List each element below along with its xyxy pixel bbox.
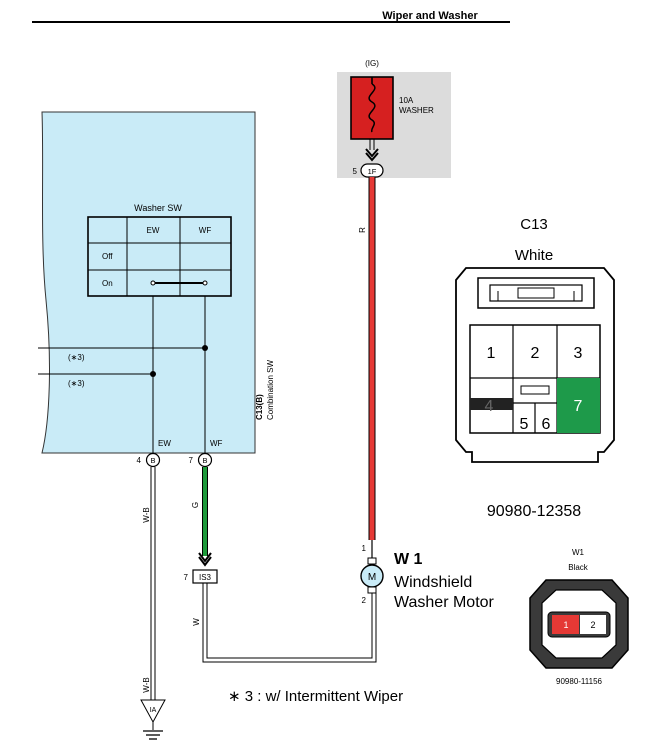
fuse-pin-number: 5: [353, 167, 358, 176]
washer-sw-title: Washer SW: [134, 203, 182, 213]
ground-label: IA: [150, 707, 157, 714]
row-on-label: On: [102, 279, 113, 288]
row-off-label: Off: [102, 252, 113, 261]
fuse-rating: 10A: [399, 96, 414, 105]
footnote: ∗ 3 : w/ Intermittent Wiper: [228, 688, 403, 705]
connector-chevron: [365, 152, 379, 162]
is3-connector: [192, 569, 218, 584]
connector-chevron: [198, 552, 212, 563]
w-wire: [202, 583, 377, 663]
pin-ew-number: 4: [137, 456, 142, 465]
connector-b-label: B: [150, 456, 155, 465]
junction-dot: [202, 345, 208, 351]
junction-dot: [150, 371, 156, 377]
connector-pin-b-ew: [145, 452, 161, 468]
motor-id: W 1: [394, 551, 423, 568]
w1-pin-1: 1: [563, 620, 568, 630]
switch-id-label: C13(B): [255, 394, 264, 420]
motor-pin-1: 1: [362, 544, 367, 553]
terminal-ew-label: EW: [158, 439, 171, 448]
combination-switch-panel: [41, 111, 256, 454]
terminal-wf-label: WF: [210, 439, 223, 448]
connector-chevron: [365, 148, 379, 158]
note-3-label: (∗3): [68, 379, 85, 388]
w1-pin-2-cavity: [580, 615, 606, 634]
c13-pin-4: 4: [485, 398, 494, 415]
washer-sw-table: [87, 216, 232, 297]
wire-color-wb: W-B: [142, 677, 151, 692]
motor-symbol: M: [368, 572, 376, 583]
contact-dot: [202, 280, 208, 286]
connector-chevron: [198, 556, 212, 567]
c13-pin-6: 6: [542, 416, 551, 433]
c13-pin-7-highlight: [557, 378, 600, 433]
c13-pin-2: 2: [531, 345, 540, 362]
w1-pin-1-cavity: [552, 615, 579, 634]
c13-pin-3: 3: [574, 345, 583, 362]
c13-latch: [477, 277, 595, 309]
ig-label: (IG): [365, 59, 379, 68]
contact-dot: [150, 280, 156, 286]
w1-part-number: 90980-11156: [556, 677, 603, 686]
c13-part-number: 90980-12358: [487, 503, 581, 520]
fuse-name: WASHER: [399, 106, 434, 115]
col-wf-label: WF: [199, 226, 212, 235]
c13-id: C13: [520, 216, 548, 233]
is3-pin-number: 7: [184, 573, 189, 582]
connector-b-label: B: [202, 456, 207, 465]
c13-latch: [517, 287, 555, 299]
c13-key: [520, 385, 550, 395]
c13-pin-7: 7: [574, 398, 583, 415]
connector-1f-label: 1F: [368, 167, 377, 176]
wire-color-g: G: [191, 502, 200, 508]
w-wire: [206, 583, 373, 659]
fuse-element-icon: [368, 83, 376, 133]
switch-name-label: Combination SW: [266, 360, 275, 420]
col-ew-label: EW: [147, 226, 160, 235]
wire-color-r: R: [358, 227, 367, 233]
w1-color: Black: [568, 563, 589, 572]
pin-wf-number: 7: [189, 456, 194, 465]
motor-terminal: [367, 586, 377, 594]
is3-label: IS3: [199, 573, 212, 582]
motor-terminal: [367, 557, 377, 565]
connector-pin-b-wf: [197, 452, 213, 468]
c13-pin-1: 1: [487, 345, 496, 362]
motor-pin-2: 2: [362, 596, 367, 605]
motor-name-line1: Windshield: [394, 574, 472, 591]
w1-pin-2: 2: [590, 620, 595, 630]
note-3-label: (∗3): [68, 353, 85, 362]
w1-id: W1: [572, 548, 585, 557]
motor-name-line2: Washer Motor: [394, 594, 495, 611]
ground-triangle: [140, 699, 166, 724]
c13-pin-5: 5: [520, 416, 529, 433]
wire-color-w: W: [192, 618, 201, 626]
wire-color-wb: W-B: [142, 507, 151, 522]
page-title: Wiper and Washer: [382, 10, 478, 22]
c13-latch: [489, 284, 583, 302]
c13-pin-4-marker: [470, 398, 513, 410]
c13-color: White: [515, 247, 553, 264]
